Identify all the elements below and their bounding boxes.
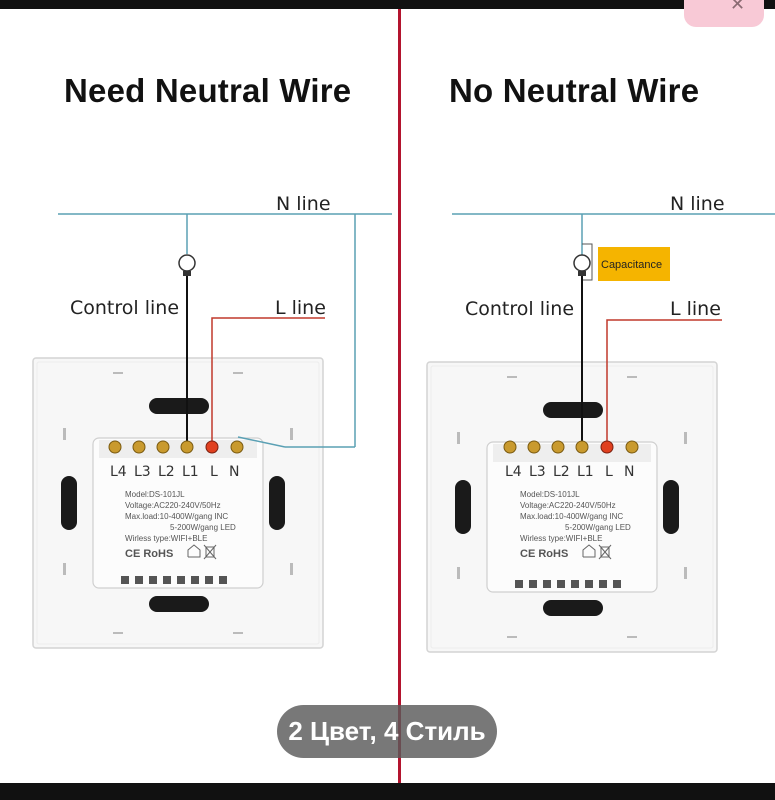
- right-terminal-screws: [503, 440, 639, 454]
- svg-text:CE RoHS: CE RoHS: [125, 548, 173, 560]
- svg-text:L3: L3: [529, 464, 546, 480]
- weee-icon: [203, 544, 217, 560]
- left-control-line-label: Control line: [70, 297, 179, 319]
- svg-text:Wirless type:WIFI+BLE: Wirless type:WIFI+BLE: [520, 534, 602, 543]
- left-terminal-screws: [108, 440, 244, 454]
- weee-icon: [598, 544, 612, 560]
- variant-badge[interactable]: 2 Цвет, 4 Стиль: [277, 705, 497, 758]
- svg-text:5-200W/gang LED: 5-200W/gang LED: [565, 523, 631, 532]
- capacitance-box: Capacitance: [598, 247, 670, 281]
- svg-text:Model:DS-101JL: Model:DS-101JL: [520, 490, 580, 499]
- svg-text:L: L: [210, 464, 218, 480]
- close-icon: ✕: [730, 0, 746, 14]
- right-l-line-label: L line: [670, 298, 721, 320]
- svg-text:L4: L4: [110, 464, 127, 480]
- top-bar: [0, 0, 775, 9]
- svg-text:L1: L1: [577, 464, 594, 480]
- close-button[interactable]: ✕: [684, 0, 764, 27]
- right-n-line-label: N line: [670, 193, 725, 215]
- svg-text:L2: L2: [553, 464, 570, 480]
- svg-text:Voltage:AC220-240V/50Hz: Voltage:AC220-240V/50Hz: [520, 501, 616, 510]
- svg-text:Max.load:10-400W/gang INC: Max.load:10-400W/gang INC: [125, 512, 228, 521]
- svg-text:Max.load:10-400W/gang INC: Max.load:10-400W/gang INC: [520, 512, 623, 521]
- svg-text:N: N: [624, 464, 634, 480]
- svg-text:5-200W/gang LED: 5-200W/gang LED: [170, 523, 236, 532]
- right-terminal-labels: L4 L3 L2 L1 L N: [505, 464, 634, 480]
- bulb-icon: [573, 254, 591, 276]
- svg-text:Model:DS-101JL: Model:DS-101JL: [125, 490, 185, 499]
- svg-text:N: N: [229, 464, 239, 480]
- right-control-line-label: Control line: [465, 298, 574, 320]
- svg-text:Wirless type:WIFI+BLE: Wirless type:WIFI+BLE: [125, 534, 207, 543]
- left-terminal-labels: L4 L3 L2 L1 L N: [110, 464, 239, 480]
- right-title: No Neutral Wire: [449, 72, 700, 109]
- svg-text:L1: L1: [182, 464, 199, 480]
- left-module-spec: Model:DS-101JL Voltage:AC220-240V/50Hz M…: [125, 490, 236, 560]
- house-icon: [187, 544, 201, 558]
- svg-text:L: L: [605, 464, 613, 480]
- svg-text:L2: L2: [158, 464, 175, 480]
- bottom-bar: [0, 783, 775, 800]
- left-title: Need Neutral Wire: [64, 72, 352, 109]
- right-module-spec: Model:DS-101JL Voltage:AC220-240V/50Hz M…: [520, 490, 631, 560]
- svg-text:Capacitance: Capacitance: [601, 259, 662, 271]
- svg-text:Voltage:AC220-240V/50Hz: Voltage:AC220-240V/50Hz: [125, 501, 221, 510]
- left-wiring: L4 L3 L2 L1 L N Model:DS-101JL Voltage:A…: [32, 193, 392, 649]
- bulb-icon: [178, 254, 196, 276]
- svg-text:L3: L3: [134, 464, 151, 480]
- svg-text:CE RoHS: CE RoHS: [520, 548, 568, 560]
- house-icon: [582, 544, 596, 558]
- panel-divider: [398, 9, 401, 783]
- left-l-line-label: L line: [275, 297, 326, 319]
- left-n-line-label: N line: [276, 193, 331, 215]
- right-wiring: Capacitance L4 L3 L2 L1 L N Mode: [426, 193, 775, 653]
- svg-text:L4: L4: [505, 464, 522, 480]
